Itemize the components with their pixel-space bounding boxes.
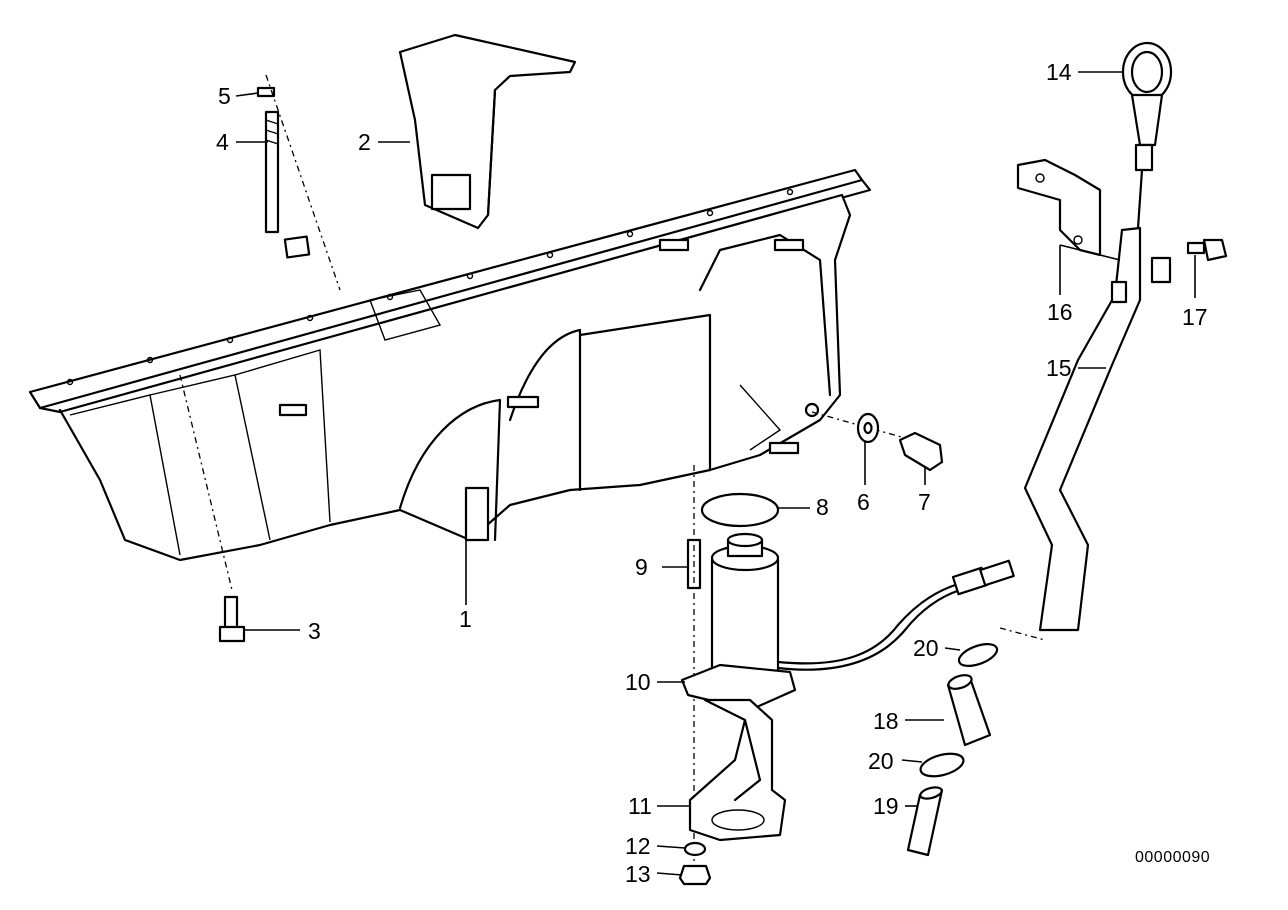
leader-lines <box>235 71 1196 876</box>
part-5-washer <box>256 86 276 98</box>
callout-15: 15 <box>1046 355 1072 381</box>
part-10-level-sensor <box>680 532 1015 712</box>
callout-5: 5 <box>218 83 231 109</box>
callout-7: 7 <box>918 489 931 515</box>
part-14-dipstick <box>1121 41 1173 230</box>
callout-labels: 5 4 2 3 1 8 6 7 9 10 11 12 13 14 15 16 1… <box>216 59 1208 887</box>
part-6-washer <box>856 412 880 444</box>
part-19-pipe <box>906 786 944 857</box>
callout-6: 6 <box>857 489 870 515</box>
part-20-clamp-upper <box>957 643 999 667</box>
part-12-washer <box>683 841 707 857</box>
callout-19: 19 <box>873 793 899 819</box>
part-20-clamp-lower <box>919 752 965 778</box>
part-13-nut <box>678 864 712 886</box>
callout-10: 10 <box>625 669 651 695</box>
callout-8: 8 <box>816 494 829 520</box>
callout-12: 12 <box>625 833 651 859</box>
part-4-long-bolt <box>264 110 311 259</box>
callout-16: 16 <box>1047 299 1073 325</box>
part-3-bolt <box>218 595 246 643</box>
part-11-bracket <box>688 698 787 842</box>
part-2-shield <box>398 33 577 230</box>
callout-4: 4 <box>216 129 229 155</box>
callout-14: 14 <box>1046 59 1072 85</box>
part-17-bolt <box>1186 238 1228 262</box>
callout-13: 13 <box>625 861 651 887</box>
callout-17: 17 <box>1182 304 1208 330</box>
callout-20-lower: 20 <box>868 748 894 774</box>
callout-20-upper: 20 <box>913 635 939 661</box>
part-7-drain-plug <box>898 431 944 472</box>
callout-2: 2 <box>358 129 371 155</box>
part-16-bracket <box>1016 158 1102 257</box>
part-8-o-ring <box>700 492 780 528</box>
callout-1: 1 <box>459 606 472 632</box>
callout-11: 11 <box>628 793 652 819</box>
part-15-guide-tube <box>1023 226 1172 632</box>
callout-9: 9 <box>635 554 648 580</box>
part-1-oil-pan <box>28 168 872 562</box>
diagram-code: 00000090 <box>1135 849 1210 866</box>
callout-3: 3 <box>308 618 321 644</box>
callout-18: 18 <box>873 708 899 734</box>
part-18-hose <box>946 674 992 747</box>
